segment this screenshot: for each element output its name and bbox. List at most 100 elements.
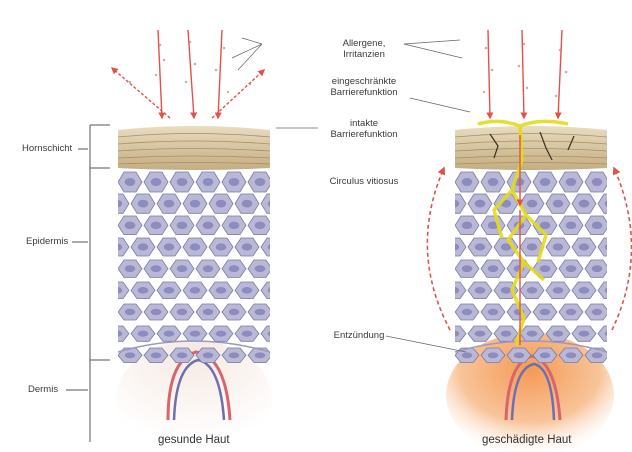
cell-nucleus xyxy=(540,309,551,315)
cell-nucleus xyxy=(229,352,240,358)
cell-nucleus xyxy=(112,331,123,337)
cell-nucleus xyxy=(605,331,616,337)
label-epidermis: Epidermis xyxy=(26,236,68,247)
cell-nucleus xyxy=(229,309,240,315)
cell-nucleus xyxy=(579,243,590,250)
cell-nucleus xyxy=(203,222,214,229)
epidermis-cell xyxy=(598,282,622,299)
epidermis-cell xyxy=(611,304,632,320)
cell-nucleus xyxy=(553,243,564,250)
cell-nucleus xyxy=(190,243,201,250)
caption-damaged-skin: geschädigte Haut xyxy=(482,434,572,446)
epidermis-cell xyxy=(105,238,129,256)
label-intakte-line1: intakte xyxy=(312,118,416,129)
cell-nucleus xyxy=(462,265,473,272)
cell-nucleus xyxy=(475,200,486,208)
cell-nucleus xyxy=(618,352,629,358)
cell-nucleus xyxy=(99,222,110,229)
label-circulus-vitiosus: Circulus vitiosus xyxy=(312,176,416,187)
cell-nucleus xyxy=(436,265,447,272)
cell-nucleus xyxy=(449,331,460,337)
cell-nucleus xyxy=(281,265,292,272)
epidermis-cell xyxy=(274,216,298,235)
cell-nucleus xyxy=(255,309,266,315)
cell-nucleus xyxy=(99,352,110,358)
epidermis-cell xyxy=(611,172,632,192)
cell-nucleus xyxy=(125,352,136,358)
cell-nucleus xyxy=(138,200,149,208)
cell-nucleus xyxy=(177,222,188,229)
epidermis-cell xyxy=(274,304,298,320)
cell-nucleus xyxy=(488,352,499,358)
healthy-skin-illustration xyxy=(92,30,311,452)
cell-nucleus xyxy=(592,265,603,272)
epidermis-cell xyxy=(92,304,116,320)
epidermis-cell xyxy=(429,348,453,363)
cell-nucleus xyxy=(151,178,162,186)
epidermis-cell xyxy=(261,238,285,256)
cell-nucleus xyxy=(462,352,473,358)
label-eingeschraenkte-line1: eingeschränkte xyxy=(312,76,416,87)
cell-nucleus xyxy=(177,309,188,315)
cell-nucleus xyxy=(618,265,629,272)
cell-nucleus xyxy=(242,200,253,208)
cell-nucleus xyxy=(203,178,214,186)
cell-nucleus xyxy=(138,243,149,250)
cell-nucleus xyxy=(229,178,240,186)
cell-nucleus xyxy=(540,178,551,186)
cell-nucleus xyxy=(294,200,305,208)
cell-nucleus xyxy=(605,287,616,294)
epidermis-cell xyxy=(429,304,453,320)
cell-nucleus xyxy=(190,331,201,337)
cell-nucleus xyxy=(138,287,149,294)
cell-nucleus xyxy=(579,200,590,208)
cell-nucleus xyxy=(268,287,279,294)
cell-nucleus xyxy=(294,287,305,294)
cell-nucleus xyxy=(475,243,486,250)
cell-nucleus xyxy=(203,352,214,358)
cell-nucleus xyxy=(242,331,253,337)
epidermis-cell xyxy=(429,172,453,192)
epidermis-cell xyxy=(287,194,311,213)
cell-nucleus xyxy=(618,222,629,229)
cell-nucleus xyxy=(268,243,279,250)
cell-nucleus xyxy=(436,352,447,358)
epidermis-cell xyxy=(274,260,298,277)
epidermis-cell xyxy=(442,282,466,299)
cell-nucleus xyxy=(151,222,162,229)
epidermis-cell xyxy=(287,238,311,256)
cell-nucleus xyxy=(255,265,266,272)
cell-nucleus xyxy=(449,243,460,250)
cell-nucleus xyxy=(99,178,110,186)
label-allergene: Allergene, Irritanzien xyxy=(320,38,408,60)
cell-nucleus xyxy=(462,222,473,229)
epidermis-cell xyxy=(274,348,298,363)
cell-nucleus xyxy=(242,287,253,294)
cell-nucleus xyxy=(177,265,188,272)
epidermis-cell xyxy=(92,172,116,192)
epidermis-cell xyxy=(598,326,622,341)
cell-nucleus xyxy=(449,287,460,294)
cell-nucleus xyxy=(501,331,512,337)
cell-nucleus xyxy=(203,265,214,272)
cell-nucleus xyxy=(216,331,227,337)
cell-nucleus xyxy=(151,265,162,272)
cell-nucleus xyxy=(242,243,253,250)
cell-nucleus xyxy=(566,265,577,272)
label-hornschicht: Hornschicht xyxy=(22,143,72,154)
cell-nucleus xyxy=(112,243,123,250)
cell-nucleus xyxy=(203,309,214,315)
cell-nucleus xyxy=(164,287,175,294)
cell-nucleus xyxy=(462,178,473,186)
cell-nucleus xyxy=(592,309,603,315)
cell-nucleus xyxy=(566,309,577,315)
cell-nucleus xyxy=(566,178,577,186)
epidermis-cell xyxy=(261,282,285,299)
cell-nucleus xyxy=(527,243,538,250)
cell-nucleus xyxy=(566,222,577,229)
cell-nucleus xyxy=(462,309,473,315)
label-allergene-line2: Irritanzien xyxy=(320,49,408,60)
epidermis-cell xyxy=(442,326,466,341)
cell-nucleus xyxy=(566,352,577,358)
